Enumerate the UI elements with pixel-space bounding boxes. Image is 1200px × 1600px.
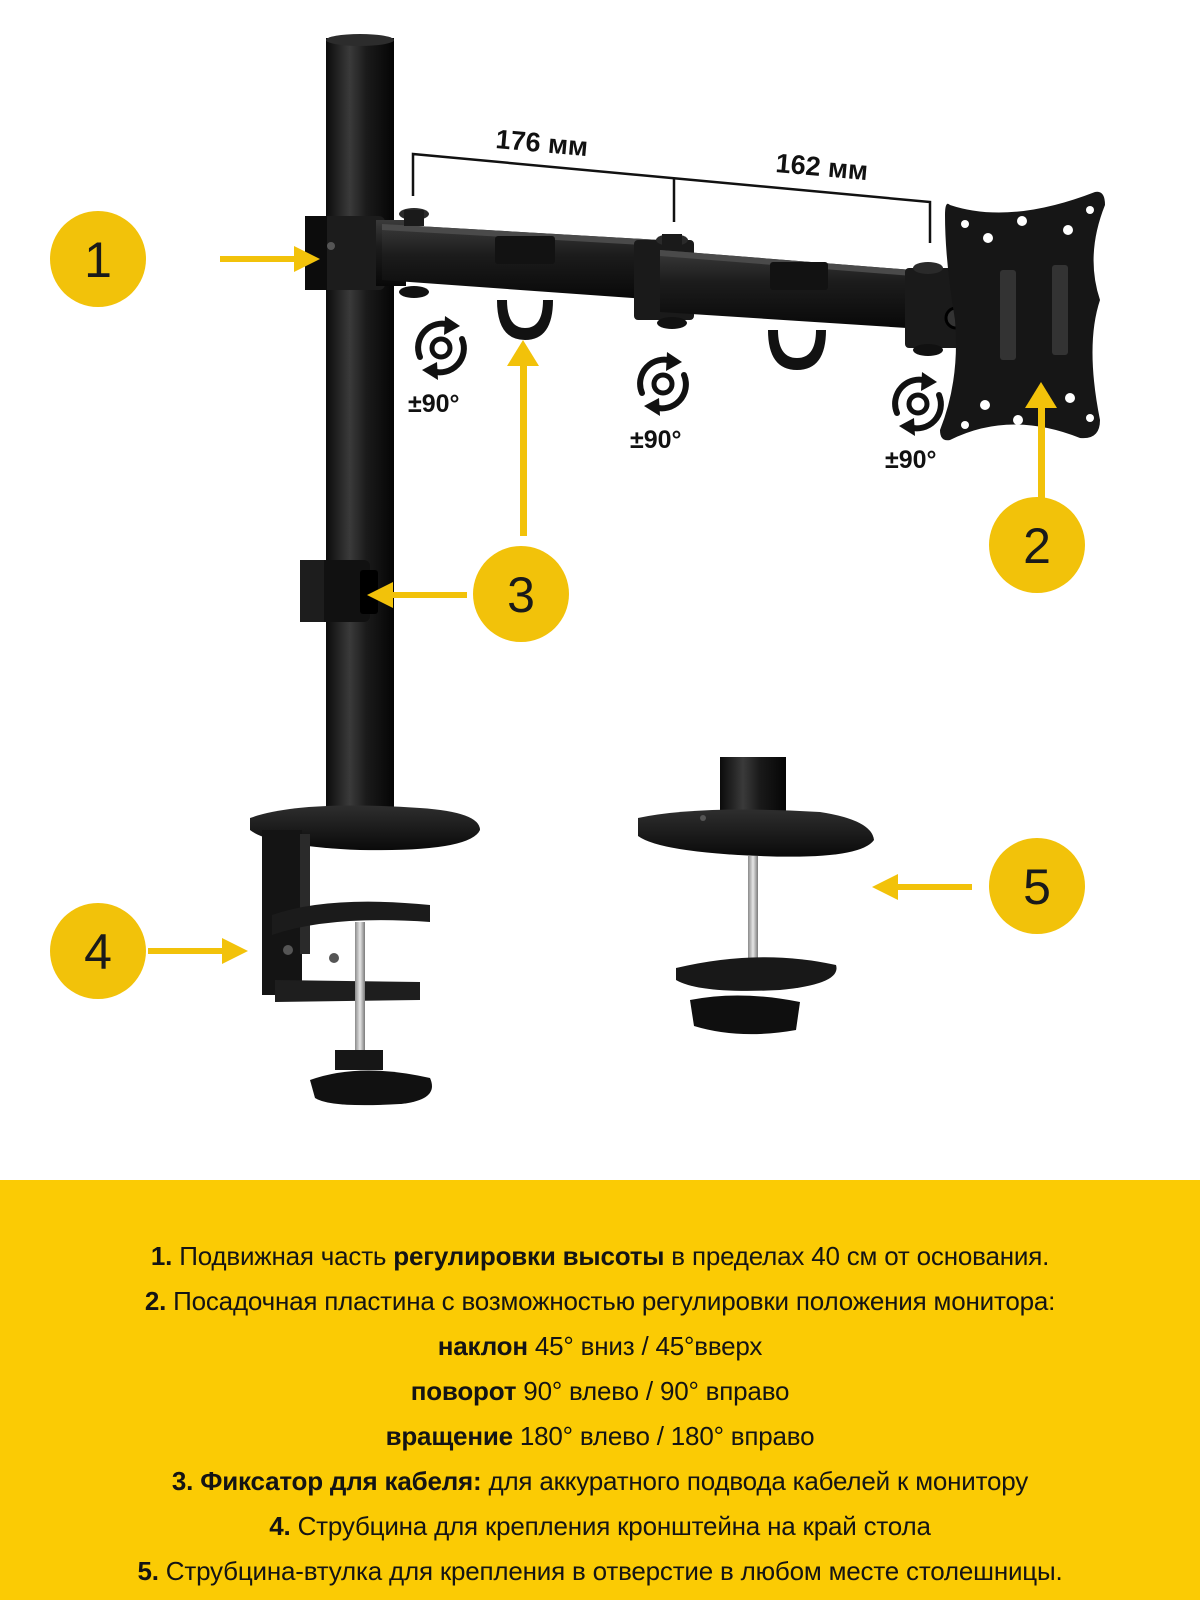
legend-line: 2. Посадочная пластина с возможностью ре… — [0, 1279, 1200, 1324]
rotation-label: ±90° — [630, 426, 682, 454]
legend-text: Струбцина-втулка для крепления в отверст… — [158, 1556, 1063, 1586]
rotation-label: ±90° — [408, 390, 460, 418]
callout-3: 3 — [473, 546, 569, 642]
dimension-right-label: 162 мм — [774, 148, 869, 186]
callout-2: 2 — [989, 497, 1085, 593]
arrow-icon — [148, 938, 248, 964]
dimension-line — [411, 152, 932, 243]
pole-cable-holder — [300, 560, 378, 622]
rotate-arrows-icon — [640, 352, 686, 416]
arm-cable-clip-right — [768, 262, 828, 370]
legend-text: для аккуратного подвода кабелей к монито… — [481, 1466, 1029, 1496]
legend-text: 45° вниз / 45°вверх — [527, 1331, 763, 1361]
callout-number: 1 — [84, 232, 112, 288]
legend-number: 5. — [137, 1556, 159, 1586]
legend-line: поворот 90° влево / 90° вправо — [0, 1369, 1200, 1414]
legend-number: 2. — [144, 1286, 167, 1316]
legend-text: Подвижная часть — [172, 1241, 394, 1271]
rotate-arrows-icon — [895, 372, 941, 436]
arrow-icon — [872, 874, 972, 900]
legend-emphasis: наклон — [437, 1331, 528, 1361]
legend-text: 90° влево / 90° вправо — [516, 1376, 790, 1406]
legend-line: 4. Струбцина для крепления кронштейна на… — [0, 1504, 1200, 1549]
callout-number: 5 — [1023, 859, 1051, 915]
legend-text: Посадочная пластина с возможностью регул… — [166, 1286, 1056, 1316]
legend-text: 180° влево / 180° вправо — [512, 1421, 815, 1451]
legend-text: в пределах 40 см от основания. — [664, 1241, 1050, 1271]
dimension-left-label: 176 мм — [494, 124, 589, 162]
legend-number: 1. — [150, 1241, 173, 1271]
legend-line: 5. Струбцина-втулка для крепления в отве… — [0, 1549, 1200, 1594]
arm-cable-clip-left — [495, 236, 555, 340]
callout-number: 3 — [507, 567, 535, 623]
callout-arrows — [148, 246, 1057, 964]
legend-line: наклон 45° вниз / 45°вверх — [0, 1324, 1200, 1369]
legend-text: Струбцина для крепления кронштейна на кр… — [290, 1511, 931, 1541]
legend-emphasis: поворот — [410, 1376, 517, 1406]
legend-number: 3. — [171, 1466, 194, 1496]
rotation-label: ±90° — [885, 446, 937, 474]
callout-5: 5 — [989, 838, 1085, 934]
callout-4: 4 — [50, 903, 146, 999]
grommet-clamp — [638, 757, 874, 1035]
callout-number: 2 — [1023, 518, 1051, 574]
legend-emphasis: вращение — [385, 1421, 513, 1451]
legend-line: вращение 180° влево / 180° вправо — [0, 1414, 1200, 1459]
legend-panel: 1. Подвижная часть регулировки высоты в … — [0, 1180, 1200, 1600]
legend-line: 3. Фиксатор для кабеля: для аккуратного … — [0, 1459, 1200, 1504]
legend-emphasis: регулировки высоты — [393, 1241, 665, 1271]
vesa-mounting-plate — [940, 191, 1105, 441]
pole — [326, 34, 394, 813]
callout-number: 4 — [84, 924, 112, 980]
product-illustration: 176 мм 162 мм — [50, 34, 1105, 1106]
legend-line: 1. Подвижная часть регулировки высоты в … — [0, 1234, 1200, 1279]
legend-emphasis: Фиксатор для кабеля: — [193, 1466, 482, 1496]
desk-edge-clamp — [250, 805, 480, 1106]
rotate-arrows-icon — [418, 316, 464, 380]
callout-1: 1 — [50, 211, 146, 307]
legend-number: 4. — [269, 1511, 291, 1541]
